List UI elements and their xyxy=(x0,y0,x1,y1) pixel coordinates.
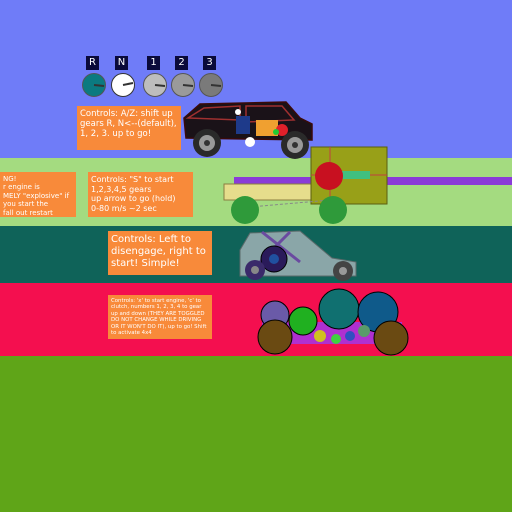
gear-label-2: 2 xyxy=(175,56,188,70)
monster-vehicle xyxy=(257,288,409,356)
gear-label-n: N xyxy=(115,56,128,70)
suv-vehicle xyxy=(183,101,313,159)
needle-n xyxy=(122,82,134,86)
car4-controls-note: Controls: 'x' to start engine, 'c' to cl… xyxy=(108,295,212,339)
car3-controls-note: Controls: Left to disengage, right to st… xyxy=(108,231,212,275)
crimson-lane xyxy=(0,283,512,356)
needle-r xyxy=(93,84,105,87)
gear-label-1: 1 xyxy=(147,56,160,70)
buggy-vehicle xyxy=(239,230,357,281)
gear-label-r: R xyxy=(86,56,99,70)
grass-ground xyxy=(0,356,512,512)
car2-controls-note: Controls: "S" to start 1,2,3,4,5 gears u… xyxy=(88,172,193,217)
car1-controls-note: Controls: A/Z: shift up gears R, N<--(de… xyxy=(77,106,181,150)
engine-warning-note: NG! r engine is MELY "explosive" if you … xyxy=(0,172,76,217)
needle-3 xyxy=(210,84,222,87)
frame-vehicle xyxy=(223,146,512,224)
needle-1 xyxy=(154,84,166,87)
gear-label-3: 3 xyxy=(203,56,216,70)
needle-2 xyxy=(182,84,194,87)
